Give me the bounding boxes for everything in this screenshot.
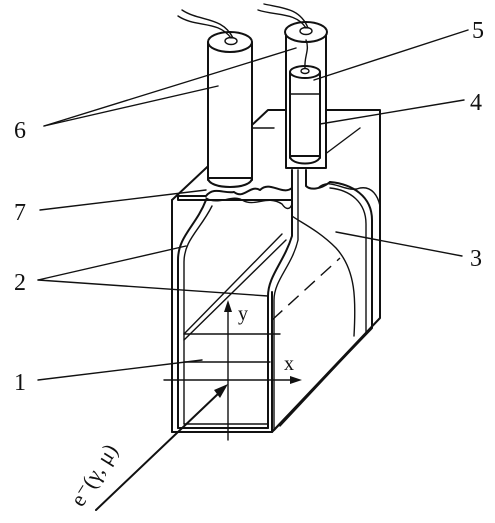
- callout-5: 5: [472, 18, 484, 44]
- y-axis-label: y: [238, 303, 248, 325]
- leader-lines: [37, 29, 469, 381]
- leader-2a: [37, 245, 187, 281]
- leader-5: [313, 29, 469, 81]
- leader-3: [335, 231, 463, 257]
- callout-4: 4: [470, 90, 482, 116]
- x-axis-arrow: [290, 376, 302, 384]
- leader-6b: [43, 47, 297, 127]
- callout-2: 2: [14, 270, 26, 296]
- callout-7: 7: [14, 200, 26, 226]
- callout-1: 1: [14, 370, 26, 396]
- incident-beam: e⁻(γ, μ): [65, 384, 228, 511]
- coordinate-axes: y x: [163, 300, 302, 441]
- leader-2b: [37, 279, 269, 297]
- photomultiplier-small: [289, 39, 321, 165]
- photomultiplier-left: [177, 9, 253, 188]
- beam-label: e⁻(γ, μ): [65, 439, 123, 510]
- callout-labels: 6 7 2 1 5 4 3: [14, 18, 484, 396]
- callout-6: 6: [14, 118, 26, 144]
- callout-3: 3: [470, 246, 482, 272]
- leader-4: [319, 99, 465, 125]
- box-top-cutaway: [177, 185, 293, 201]
- leader-7: [39, 189, 207, 211]
- scintillator-region: [271, 215, 356, 337]
- leader-6a: [43, 85, 219, 127]
- leader-1: [37, 359, 203, 381]
- x-axis-label: x: [284, 353, 294, 375]
- container-shell: [177, 169, 373, 431]
- y-axis-arrow: [224, 300, 232, 312]
